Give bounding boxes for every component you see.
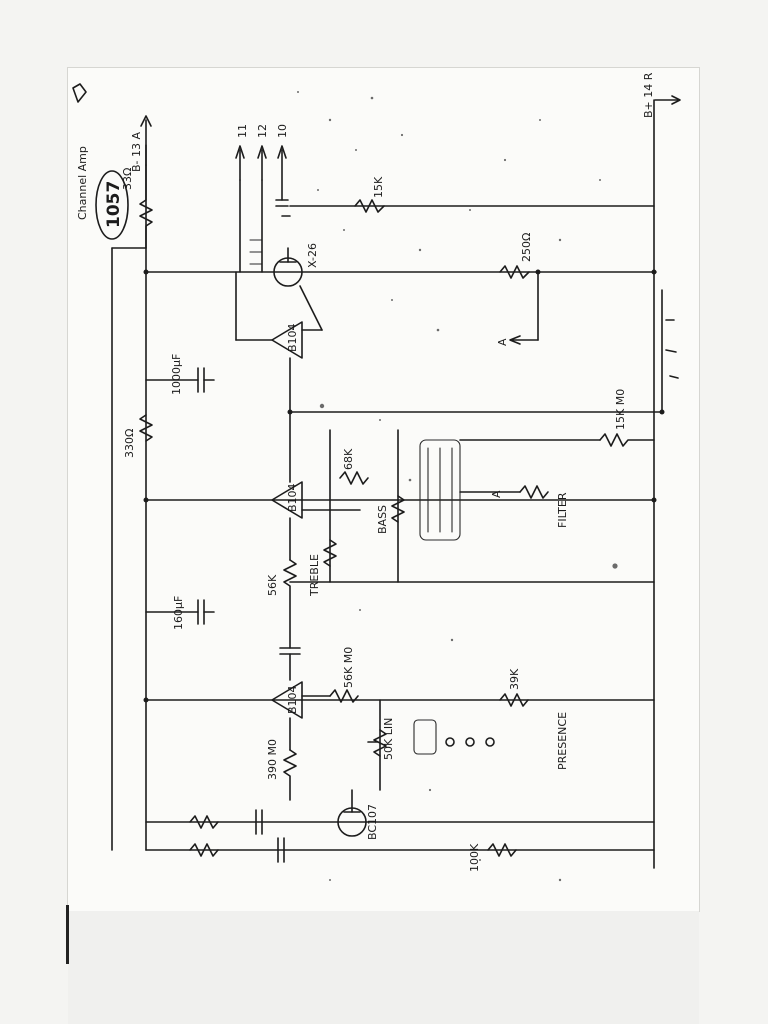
tone-stack: TREBLE BASS <box>308 429 405 597</box>
resistor-56k-low: 56K M0 <box>329 647 359 703</box>
resistor-56k-mid-label: 56K <box>266 574 279 596</box>
resistor-390-label: 390 M0 <box>266 739 279 780</box>
resistor-15k-top: 15K <box>354 176 385 213</box>
transistor-stage-3: B104 <box>271 681 331 719</box>
input-network: 100K <box>189 809 517 872</box>
transistor-x26: X-26 <box>273 243 323 331</box>
scan-margin <box>68 911 699 1024</box>
transistor-stage-1: B104 <box>235 271 323 413</box>
filter-switch: FILTER A <box>419 439 569 541</box>
capacitor-160-label: 160µF <box>172 596 185 630</box>
scan-noise <box>297 91 618 882</box>
drawing-number: 1057 <box>104 181 124 228</box>
output-11-label: 11 <box>236 124 249 138</box>
pot-50k-lin: 50K LIN <box>367 699 395 791</box>
resistor-330-label: 330Ω <box>123 429 136 458</box>
transistor-4-label: X-26 <box>306 243 319 268</box>
resistor-330: 330Ω <box>123 414 153 458</box>
transistor-stage-2: B104 <box>271 411 361 519</box>
filter-label: FILTER <box>556 492 569 528</box>
resistor-33: 33Ω <box>121 164 153 249</box>
resistor-56k-mid: 56K <box>266 517 297 649</box>
resistor-39k-label: 39K <box>508 668 521 690</box>
resistor-15k-mid: 15K M0 <box>459 389 655 447</box>
supply-neg-label: B- 13 A <box>130 131 143 172</box>
pot-bass-label: BASS <box>376 505 389 534</box>
node-a1-label: A <box>496 338 509 346</box>
presence-label: PRESENCE <box>556 712 569 770</box>
capacitor-1000: 1000µF <box>145 354 215 395</box>
presence-switch: PRESENCE 39K <box>413 668 569 770</box>
resistor-390: 390 M0 <box>266 717 297 801</box>
output-12-label: 12 <box>256 124 269 138</box>
transistor-1-label: B104 <box>286 323 299 352</box>
vertical-buses <box>111 99 679 869</box>
input-jack <box>659 289 679 415</box>
sheet-caption: Channel Amp <box>76 146 89 220</box>
transistor-5-label: BC107 <box>366 804 379 840</box>
resistor-56k-low-label: 56K M0 <box>342 647 355 688</box>
corner-mark <box>72 83 87 103</box>
transistor-bc107: BC107 <box>337 789 379 840</box>
junction-dots <box>143 269 657 703</box>
transistor-2-label: B104 <box>286 483 299 512</box>
capacitor-1000-label: 1000µF <box>170 354 183 395</box>
supply-neg-terminal: B- 13 A <box>130 115 152 172</box>
coupling-capacitor <box>279 647 301 681</box>
supply-pos-terminal: B+ 14 R <box>642 72 681 118</box>
resistor-250: 250Ω A <box>496 233 539 346</box>
resistor-100k-label: 100K <box>468 843 481 872</box>
supply-rails <box>145 271 661 851</box>
pot-50k-label: 50K LIN <box>382 718 395 760</box>
output-network: 11 12 10 <box>235 124 655 273</box>
pot-treble-label: TREBLE <box>308 554 321 597</box>
capacitor-160: 160µF <box>145 596 215 630</box>
supply-pos-label: B+ 14 R <box>642 72 655 118</box>
drawing-number-badge: 1057 <box>95 170 129 240</box>
resistor-68k-label: 68K <box>342 448 355 470</box>
scan-edge-mark <box>66 905 69 964</box>
transistor-3-label: B104 <box>286 685 299 714</box>
resistor-15k-top-label: 15K <box>372 176 385 198</box>
schematic-sheet <box>68 68 699 911</box>
node-a2-label: A <box>490 490 503 498</box>
resistor-15k-mid-label: 15K M0 <box>614 389 627 430</box>
output-10-label: 10 <box>276 124 289 138</box>
resistor-68k: 68K <box>339 448 369 485</box>
resistor-250-label: 250Ω <box>520 233 533 262</box>
